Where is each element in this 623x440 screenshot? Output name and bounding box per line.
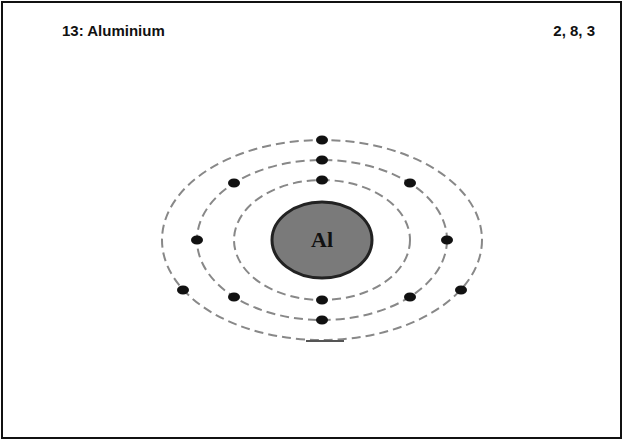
inner-shell	[234, 180, 410, 300]
electron	[316, 316, 328, 325]
electron	[191, 236, 203, 245]
orbit-shells	[162, 140, 482, 340]
electron	[177, 286, 189, 295]
electron	[441, 236, 453, 245]
nucleus-outline	[272, 202, 372, 278]
outer-shell	[162, 140, 482, 340]
electron	[316, 176, 328, 185]
electrons	[177, 136, 467, 325]
electron	[316, 296, 328, 305]
electron	[404, 293, 416, 302]
element-symbol: Al	[311, 227, 333, 253]
electron	[228, 179, 240, 188]
electron	[316, 136, 328, 145]
diagram-title: 13: Aluminium	[62, 22, 165, 39]
shell-mark	[306, 340, 344, 342]
electron	[455, 286, 467, 295]
electron	[316, 156, 328, 165]
middle-shell	[197, 160, 447, 320]
nucleus: Al	[270, 200, 374, 280]
electron	[228, 293, 240, 302]
electron	[404, 179, 416, 188]
electron-configuration: 2, 8, 3	[553, 22, 595, 39]
